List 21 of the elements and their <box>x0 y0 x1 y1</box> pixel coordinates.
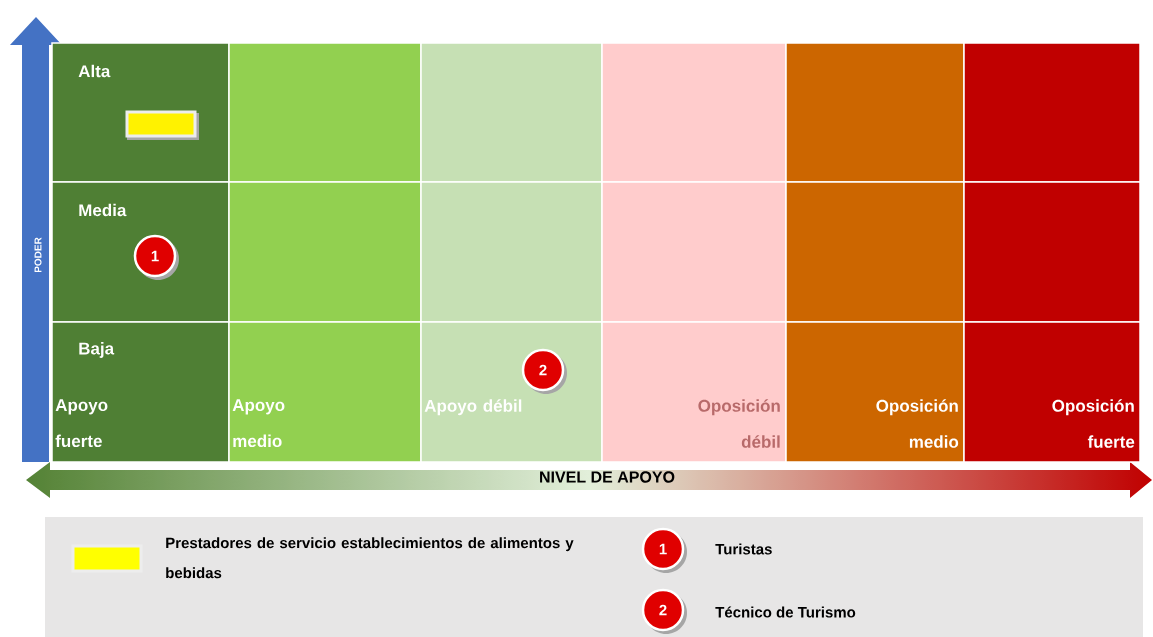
matrix-cell <box>420 181 603 323</box>
matrix-cell: Baja Apoyo fuerte <box>51 321 230 463</box>
matrix-cell <box>420 42 603 183</box>
matrix-cell: Oposición medio <box>785 321 965 463</box>
matrix-cell: Oposición fuerte <box>963 321 1141 463</box>
matrix-cell: Oposición débil <box>601 321 787 463</box>
axis-label: NIVEL DE APOYO <box>540 471 675 483</box>
matrix-cell <box>228 42 422 183</box>
matrix-cell <box>963 42 1141 183</box>
matrix-cell <box>228 181 422 323</box>
matrix-cell <box>601 42 787 183</box>
axis-label: PODER <box>34 237 42 273</box>
legend-text: Prestadores de servicio establecimientos de alimentos y bebidas <box>166 537 574 579</box>
rectangle-marker <box>125 110 199 140</box>
matrix-cell <box>785 181 965 323</box>
matrix-cell <box>601 181 787 323</box>
matrix-cell: Apoyo medio <box>228 321 422 463</box>
legend-text: Turistas <box>715 543 772 555</box>
matrix-cell <box>785 42 965 183</box>
legend-text: Técnico de Turismo <box>715 606 856 618</box>
matrix-cell <box>963 181 1141 323</box>
